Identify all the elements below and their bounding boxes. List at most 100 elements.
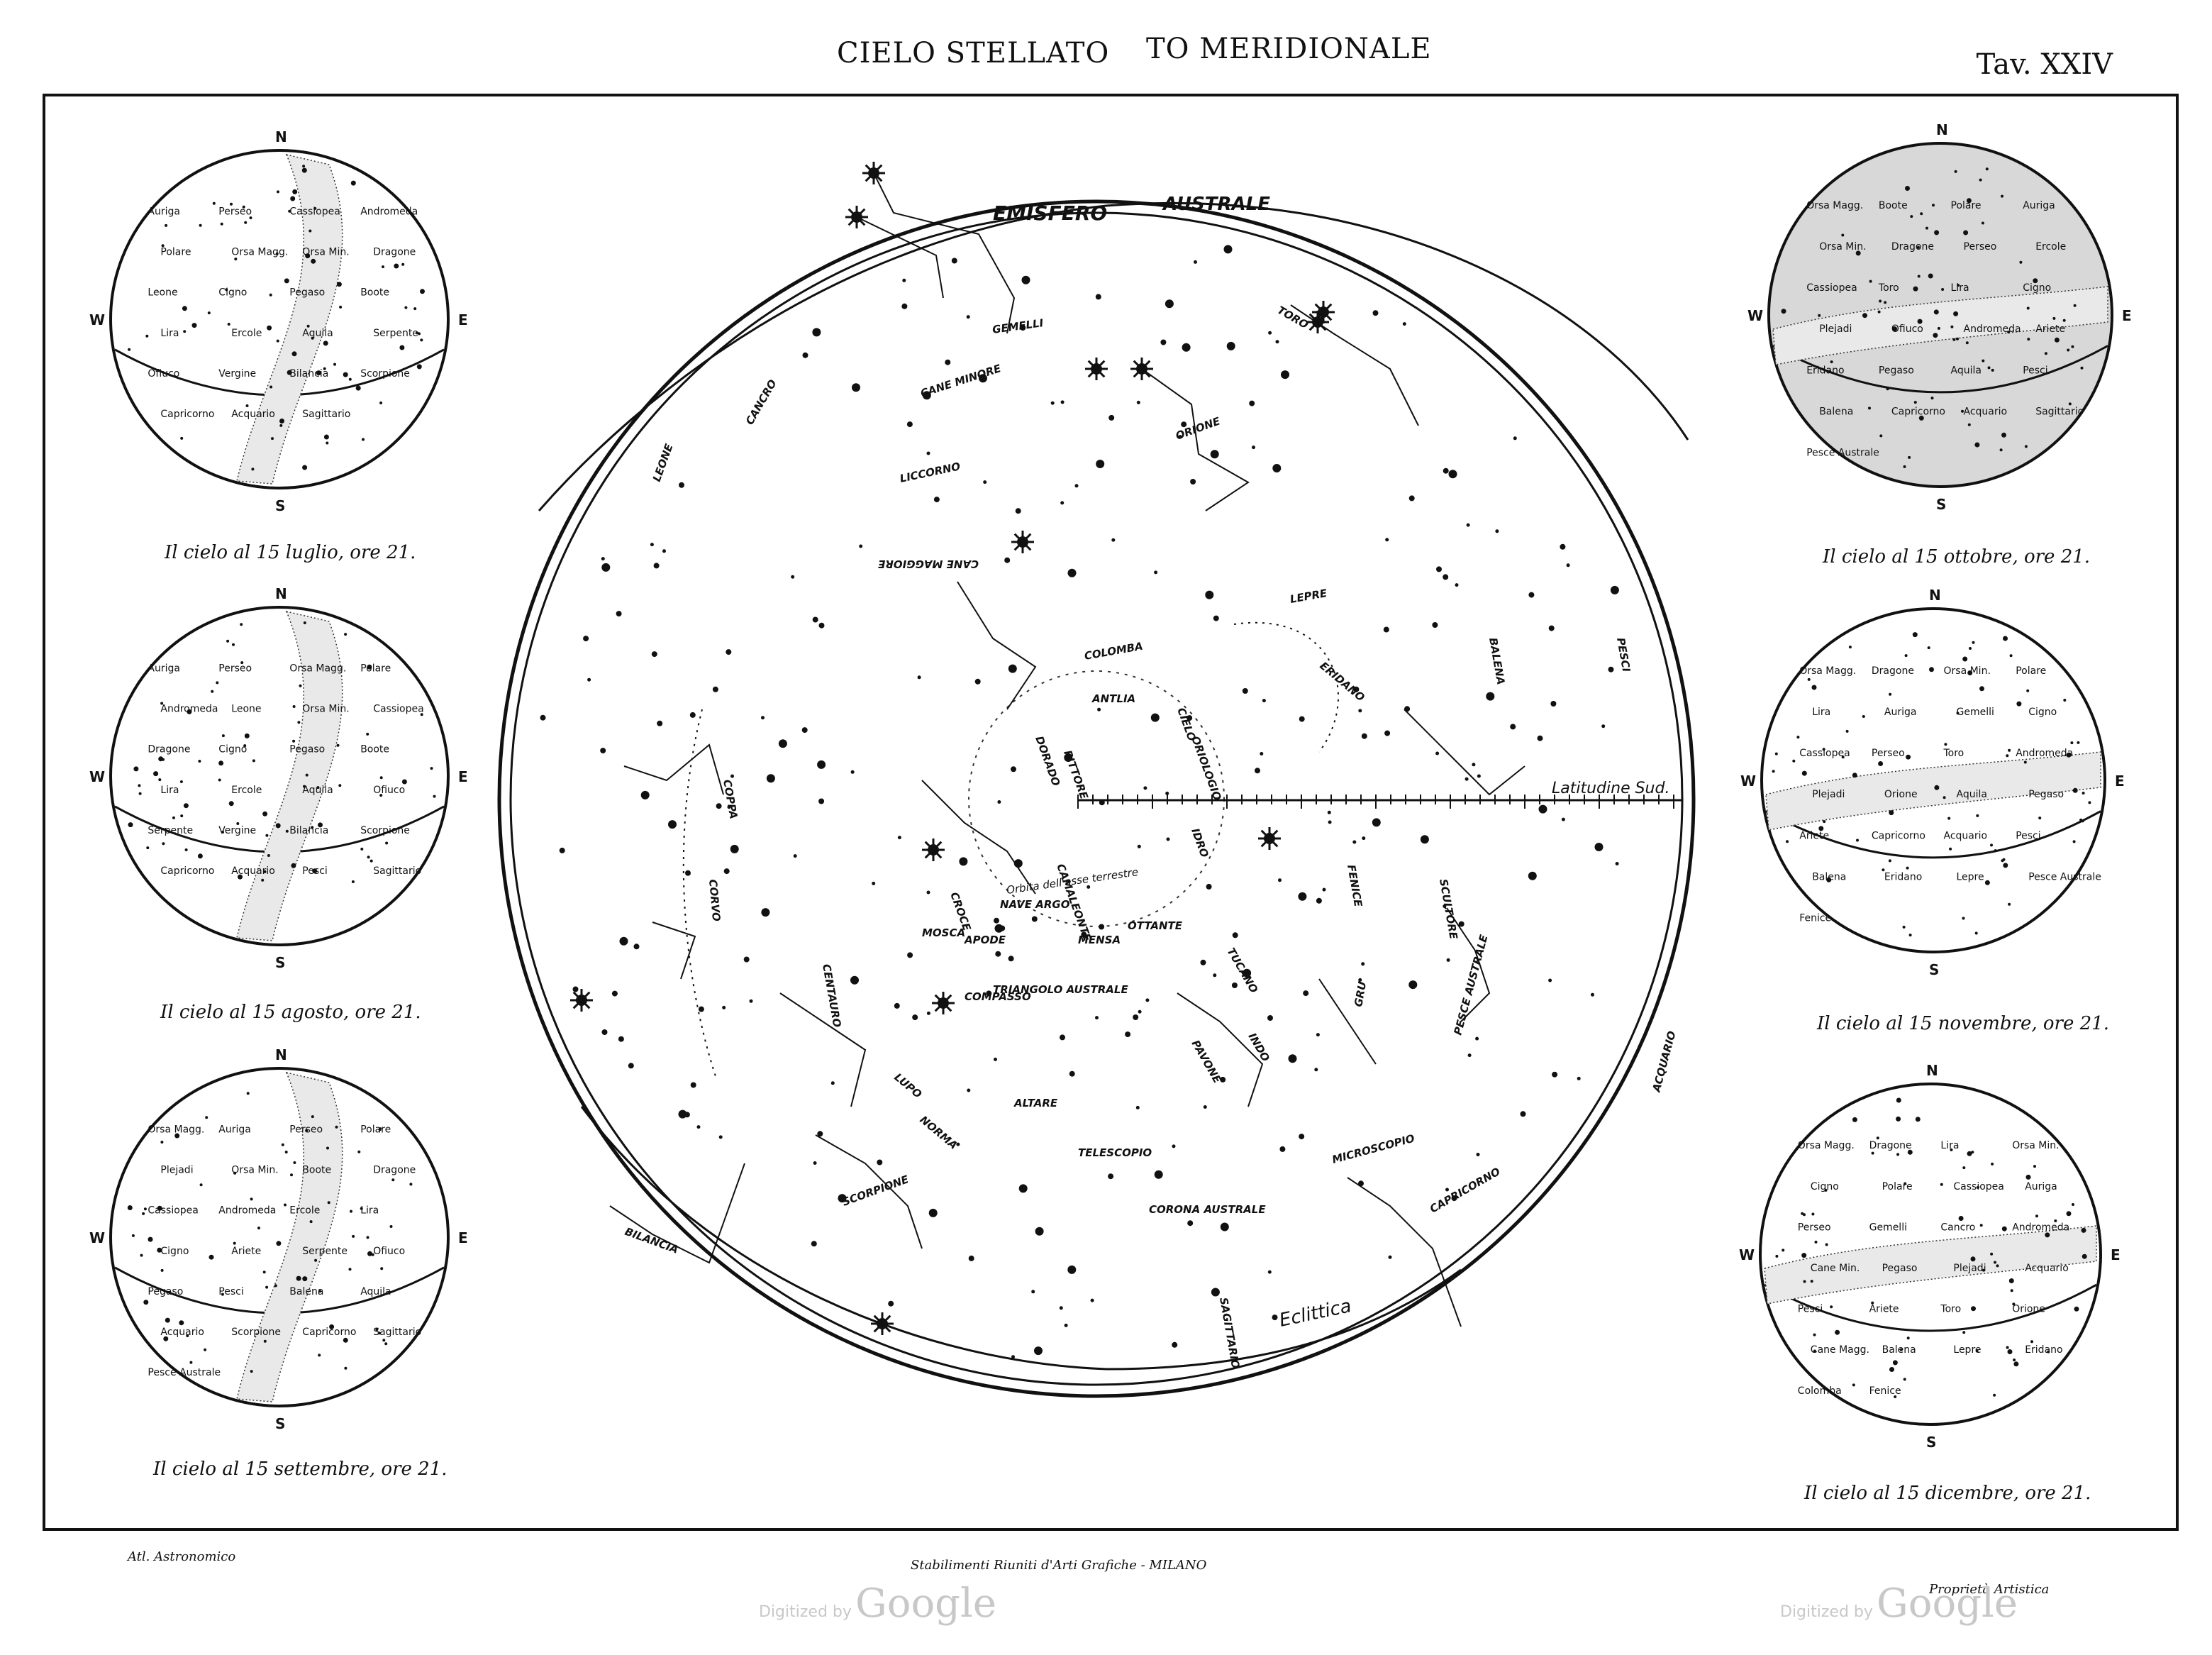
star [1991, 368, 1994, 372]
star [281, 1143, 284, 1146]
star [1060, 501, 1065, 505]
star [302, 465, 308, 470]
sky-label: Lira [160, 328, 179, 339]
hemisphere-label: EMISFERO [993, 201, 1107, 225]
star [2072, 840, 2076, 843]
sky-label: Ariete [1799, 830, 1829, 841]
star [1358, 978, 1362, 982]
star [689, 712, 696, 718]
sky-label: Ofiuco [373, 785, 405, 796]
star [1967, 1151, 1972, 1156]
sky-label: Plejadi [160, 1165, 193, 1176]
sky-label: Bilancia [289, 825, 328, 836]
star [994, 1057, 997, 1061]
star [198, 760, 201, 763]
star [2023, 760, 2027, 764]
star [1358, 709, 1362, 713]
star [540, 714, 546, 721]
star [360, 1207, 363, 1210]
star [926, 890, 930, 895]
star [158, 778, 162, 782]
star [1991, 1162, 1994, 1166]
star [1610, 585, 1619, 594]
star [1035, 1227, 1044, 1236]
star [1135, 1105, 1140, 1109]
sky-label: Pesce Australe [1806, 447, 1879, 458]
star [1928, 273, 1933, 279]
star [994, 924, 1004, 933]
plate-number: Tav. XXIV [1976, 48, 2113, 81]
star [1912, 632, 1918, 638]
compass-letter: E [458, 768, 468, 785]
star [1475, 1036, 1479, 1041]
star [366, 1236, 369, 1239]
star [723, 868, 730, 875]
star [1976, 814, 1979, 817]
star [1937, 326, 1940, 330]
sky-label: Cassiopea [1806, 282, 1857, 294]
star [220, 222, 223, 226]
star [1172, 1341, 1178, 1348]
star [2001, 432, 2006, 438]
star [318, 1354, 321, 1357]
sky-label: Orsa Magg. [148, 1124, 204, 1135]
sky-label: Pegaso [2028, 789, 2064, 800]
constellation-label: DORADO [1033, 734, 1062, 788]
star [309, 229, 312, 233]
star [302, 165, 306, 168]
sky-label: Scorpione [360, 368, 410, 380]
star [232, 643, 235, 646]
star [1810, 1280, 1813, 1283]
star [1907, 1149, 1913, 1155]
constellation-label: COLOMBA [1084, 640, 1144, 663]
star [1814, 1240, 1818, 1244]
sky-label: Serpente [148, 825, 193, 836]
star [1950, 325, 1954, 328]
star [1150, 713, 1160, 722]
sky-label: Pesce Australe [2028, 871, 2101, 882]
sky-label: Pegaso [1879, 365, 1914, 376]
sky-label: Boote [302, 1165, 331, 1176]
star [1892, 326, 1897, 332]
star [189, 1361, 193, 1364]
star [348, 1268, 352, 1271]
star [1278, 878, 1282, 882]
constellation-line [856, 216, 944, 299]
star [1888, 859, 1891, 863]
star [1823, 820, 1826, 824]
star [959, 857, 968, 866]
caption-november: Il cielo al 15 novembre, ore 21. [1817, 1013, 2109, 1034]
star [945, 359, 951, 365]
star [698, 1006, 704, 1012]
sky-label: Eridano [1884, 871, 1922, 882]
star [2003, 863, 2008, 868]
sky-label: Perseo [1872, 748, 1905, 759]
constellation-label: FENICE [1345, 864, 1365, 909]
star [1299, 1134, 1305, 1140]
sky-label: Perseo [1798, 1222, 1831, 1233]
star [1987, 366, 1991, 370]
constellation-label: PESCE AUSTRALE [1451, 933, 1490, 1036]
star [922, 391, 931, 400]
star [234, 258, 238, 261]
star [1975, 1349, 1979, 1353]
star [1824, 1188, 1828, 1192]
footer-right: Proprietà Artistica [1929, 1582, 2050, 1597]
star [385, 841, 389, 845]
sky-label: Polare [160, 247, 191, 258]
star [1372, 818, 1381, 827]
star [1145, 998, 1150, 1002]
star [1956, 712, 1960, 715]
star [279, 424, 283, 427]
sky-label: Orsa Min. [1944, 665, 1991, 677]
sky-label: Capricorno [160, 409, 214, 420]
star [1818, 314, 1821, 317]
sky-label: Sagittario [373, 865, 421, 877]
star [375, 1328, 379, 1332]
star [323, 434, 329, 440]
star [377, 1332, 381, 1335]
star [1008, 956, 1014, 962]
sky-label: Acquario [1964, 406, 2008, 417]
sky-label: Auriga [1884, 707, 1917, 718]
star [1917, 319, 1923, 324]
